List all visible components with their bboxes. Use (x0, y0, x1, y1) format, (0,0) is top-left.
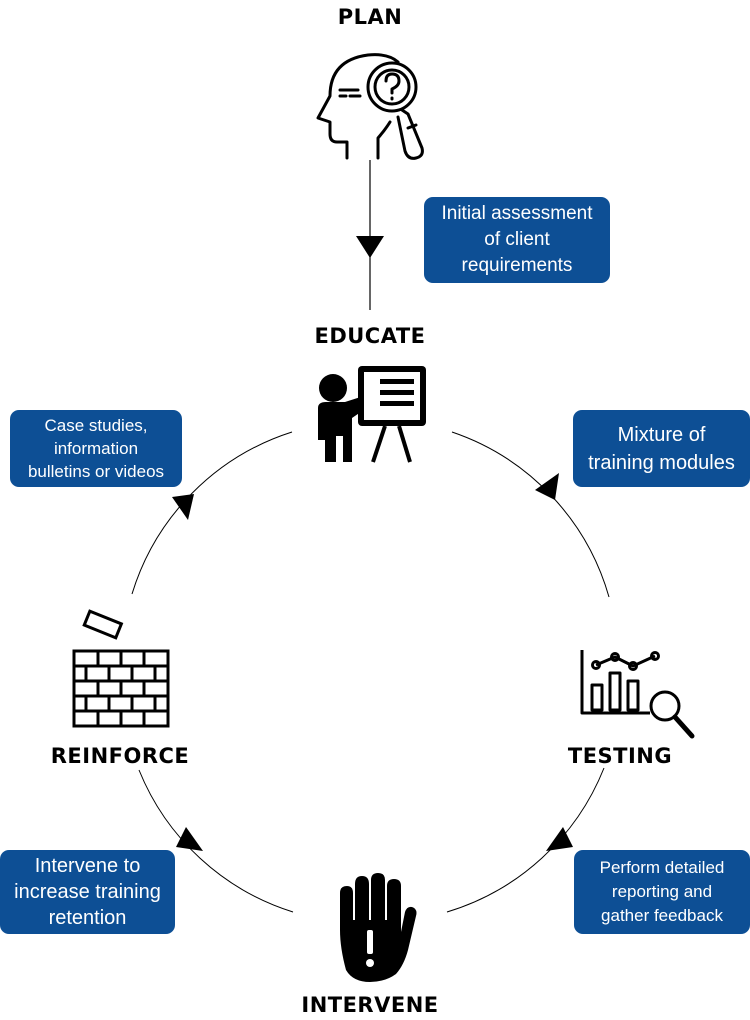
teacher-whiteboard-icon (318, 366, 426, 463)
note-line: Initial assessment (441, 203, 593, 224)
note-line: retention (48, 907, 127, 929)
note-line: Perform detailed (599, 858, 725, 877)
note-intervene-to-reinforce: Intervene to increase training retention (0, 850, 175, 934)
arc-reinforce-educate (131, 431, 293, 595)
note-testing-to-intervene: Perform detailed reporting and gather fe… (574, 850, 750, 934)
note-line: Mixture of (617, 423, 706, 446)
arc-intervene-reinforce (138, 769, 294, 913)
note-plan-to-educate: Initial assessment of client requirement… (424, 197, 610, 283)
arc-arrow-educate-testing (535, 473, 559, 500)
note-line: of client (484, 229, 550, 250)
plan-connector-arrow (356, 236, 384, 258)
stage-label-intervene: INTERVENE (301, 993, 439, 1017)
note-line: Intervene to (34, 855, 141, 877)
note-line: requirements (461, 255, 573, 276)
note-line: gather feedback (601, 906, 723, 925)
arc-arrow-testing-intervene (546, 827, 573, 851)
note-line: bulletins or videos (27, 462, 165, 481)
brick-wall-icon (72, 609, 170, 728)
arc-arrow-reinforce-educate (172, 494, 194, 520)
stage-label-plan: PLAN (337, 5, 403, 29)
note-line: information (53, 439, 139, 458)
stop-hand-icon (340, 873, 417, 982)
note-reinforce-to-educate: Case studies, information bulletins or v… (10, 410, 182, 487)
arc-testing-intervene (446, 767, 605, 913)
note-line: reporting and (611, 882, 713, 901)
note-line: increase training (14, 881, 161, 903)
head-magnifier-question-icon (316, 53, 424, 160)
stage-label-reinforce: REINFORCE (50, 744, 190, 768)
note-line: training modules (588, 451, 735, 474)
note-line: Case studies, (44, 416, 148, 435)
chart-magnifier-icon (580, 650, 695, 739)
stage-label-testing: TESTING (567, 744, 673, 768)
arc-arrow-intervene-reinforce (176, 827, 203, 851)
stage-label-educate: EDUCATE (314, 324, 426, 348)
note-educate-to-testing: Mixture of training modules (573, 410, 750, 487)
